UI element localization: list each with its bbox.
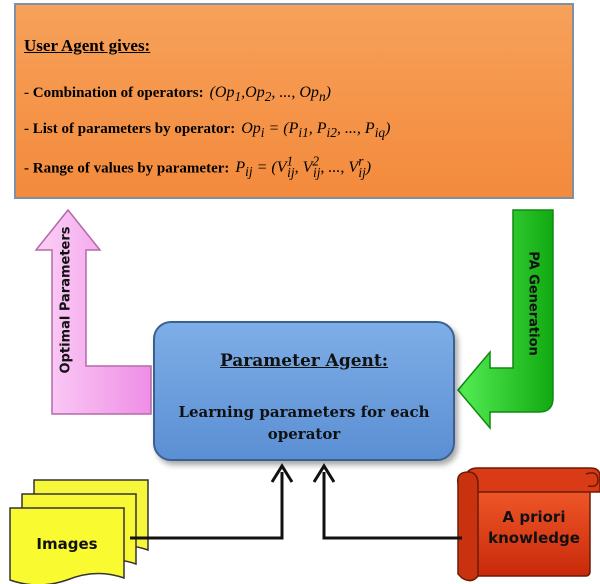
optimal-parameters-arrow [34,208,152,415]
images-document-stack [9,479,149,584]
parameter-agent-description: Learning parameters for each operator [178,403,430,443]
parameter-agent-box: Parameter Agent: Learning parameters for… [153,321,455,461]
parameter-list-label: - List of parameters by operator: [24,121,236,137]
parameter-list-formula: Opi = (Pi1, Pi2, ..., Piq) [241,120,391,141]
images-connector [130,472,284,540]
knowledge-connector-arrowhead [312,463,336,483]
parameter-list-line: - List of parameters by operator: Opi = (… [24,120,390,141]
a-priori-knowledge-label: A priori knowledge [488,508,580,547]
value-range-line: - Range of values by parameter: Pij = (V1… [24,154,371,181]
user-agent-box [14,3,574,199]
value-range-formula: Pij = (V1ij, V2ij, ..., Vrij) [235,154,372,180]
images-connector-arrowhead [270,463,294,483]
pa-generation-label: PA Generation [525,251,541,356]
pa-generation-arrow [457,209,554,431]
operator-combination-line: - Combination of operators: (Op1,Op2, ...… [24,84,331,105]
operator-combination-label: - Combination of operators: [24,85,204,101]
parameter-agent-title: Parameter Agent: [219,351,389,371]
value-range-label: - Range of values by parameter: [24,160,230,177]
images-label: Images [36,535,98,553]
user-agent-title: User Agent gives: [24,36,151,55]
operator-combination-formula: (Op1,Op2, ..., Opn) [209,84,331,105]
knowledge-connector [322,472,462,540]
optimal-parameters-label: Optimal Parameters [58,226,74,374]
a-priori-knowledge-scroll [456,467,600,582]
